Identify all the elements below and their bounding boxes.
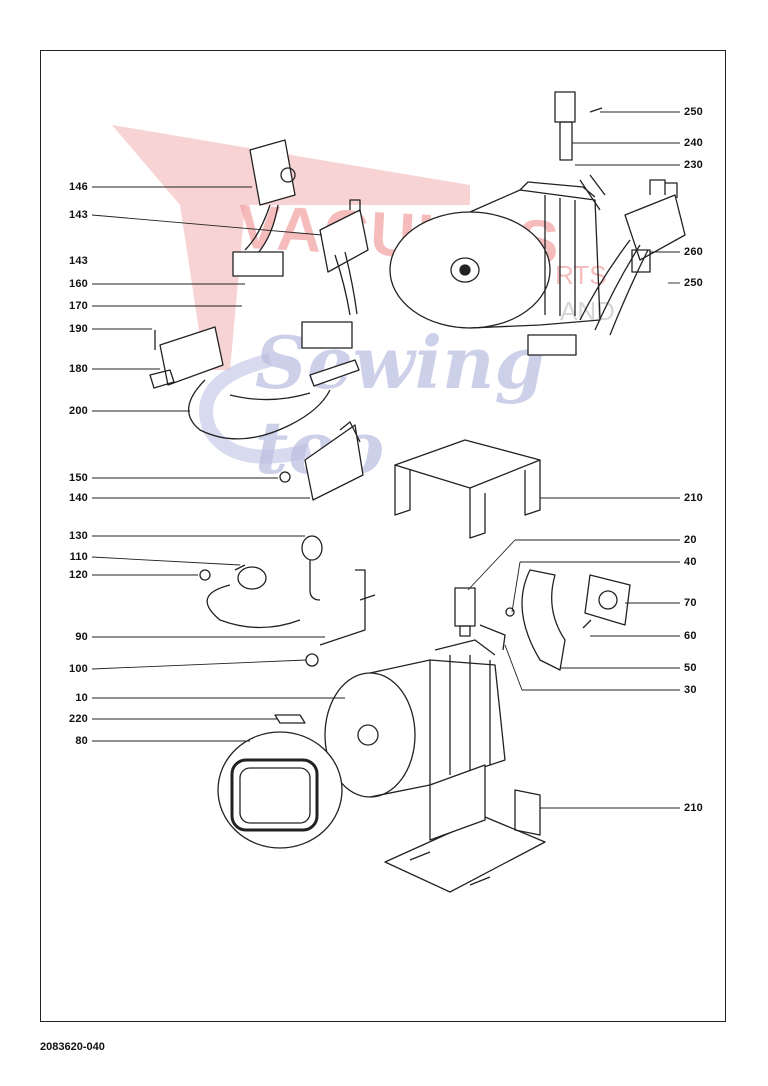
callout-20: 20 xyxy=(684,534,697,546)
callout-50: 50 xyxy=(684,662,697,674)
callout-40: 40 xyxy=(684,556,697,568)
callout-190: 190 xyxy=(69,323,88,335)
front-cover-part xyxy=(217,714,343,849)
callout-140: 140 xyxy=(69,492,88,504)
callout-143-b: 143 xyxy=(69,255,88,267)
document-reference: 2083620-040 xyxy=(40,1041,105,1053)
connector-assembly-part xyxy=(232,139,369,349)
callout-260: 260 xyxy=(684,246,703,258)
callout-200: 200 xyxy=(69,405,88,417)
callout-210: 210 xyxy=(684,492,703,504)
callout-150: 150 xyxy=(69,472,88,484)
callout-80: 80 xyxy=(75,735,88,747)
callout-160: 160 xyxy=(69,278,88,290)
callout-170: 170 xyxy=(69,300,88,312)
leader-lines-right xyxy=(467,111,680,809)
callout-143: 143 xyxy=(69,209,88,221)
callout-210-b: 210 xyxy=(684,802,703,814)
upper-motor-part xyxy=(389,174,606,329)
callout-100: 100 xyxy=(69,663,88,675)
callout-230: 230 xyxy=(684,159,703,171)
upper-wiring-part xyxy=(527,179,686,356)
callout-250: 250 xyxy=(684,106,703,118)
brush-holder-part xyxy=(554,91,603,161)
callout-120: 120 xyxy=(69,569,88,581)
diagram-frame xyxy=(40,50,726,1022)
brush-assembly-part xyxy=(454,569,631,671)
callout-110: 110 xyxy=(69,551,88,563)
callout-10: 10 xyxy=(75,692,88,704)
bracket-part-140 xyxy=(279,421,364,501)
cable-part xyxy=(187,359,360,440)
callout-146: 146 xyxy=(69,181,88,193)
callout-30: 30 xyxy=(684,684,697,696)
callout-220: 220 xyxy=(69,713,88,725)
frame-bracket-lower xyxy=(384,764,546,893)
callout-90: 90 xyxy=(75,631,88,643)
leader-lines-left xyxy=(91,186,345,742)
main-motor-part xyxy=(324,639,506,798)
frame-bracket-upper xyxy=(394,439,541,539)
thermostat-part xyxy=(199,535,376,667)
callout-240: 240 xyxy=(684,137,703,149)
callout-250-b: 250 xyxy=(684,277,703,289)
callout-60: 60 xyxy=(684,630,697,642)
callout-70: 70 xyxy=(684,597,697,609)
switch-part xyxy=(149,326,224,389)
callout-130: 130 xyxy=(69,530,88,542)
callout-180: 180 xyxy=(69,363,88,375)
